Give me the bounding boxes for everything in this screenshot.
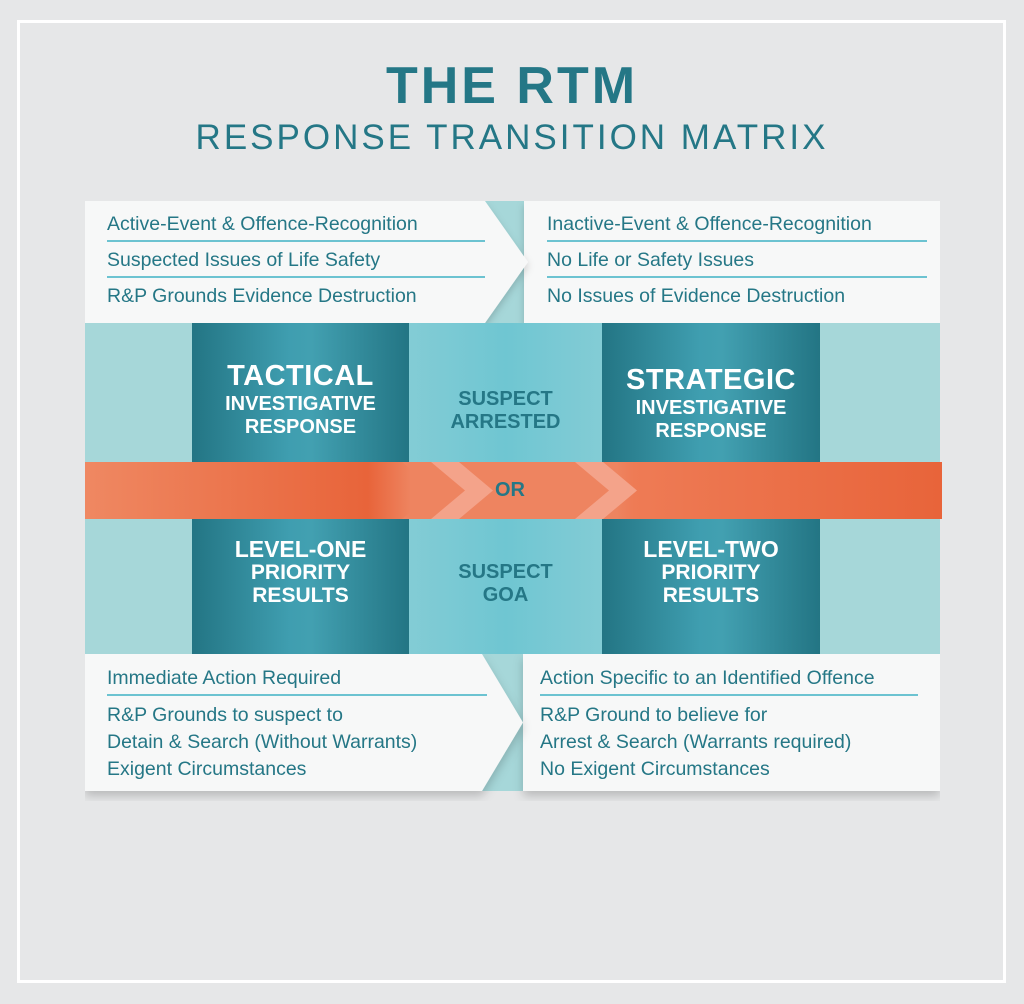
tactical-heading: TACTICAL xyxy=(227,360,374,392)
top-right-item: No Issues of Evidence Destruction xyxy=(547,285,846,307)
chevron-shape xyxy=(431,462,493,519)
top-card-shapes xyxy=(85,201,940,323)
tactical-line2: RESPONSE xyxy=(244,416,357,438)
bottom-right-header: Action Specific to an Identified Offence xyxy=(540,667,875,689)
level-two-line2: RESULTS xyxy=(662,584,760,607)
strategic-response-label: STRATEGIC INVESTIGATIVE RESPONSE xyxy=(602,364,820,442)
suspect-arrested-line1: SUSPECT xyxy=(458,388,553,410)
double-chevron-arrow-icon xyxy=(402,462,637,519)
bottom-left-item: Exigent Circumstances xyxy=(107,758,307,780)
level-one-line2: RESULTS xyxy=(252,584,349,607)
top-left-item: Active-Event & Offence-Recognition xyxy=(107,213,418,235)
top-right-card xyxy=(524,201,940,323)
bottom-right-item: No Exigent Circumstances xyxy=(540,758,770,780)
chevron-shape xyxy=(546,462,609,519)
bottom-right-card xyxy=(523,654,940,791)
page-frame xyxy=(17,20,1006,983)
level-two-heading: LEVEL-TWO xyxy=(643,536,779,562)
level-one-line1: PRIORITY xyxy=(250,561,351,584)
bottom-right-card-list: Action Specific to an Identified Offence… xyxy=(540,666,925,783)
top-right-card-list: Inactive-Event & Offence-Recognition No … xyxy=(547,212,927,308)
strategic-heading: STRATEGIC xyxy=(626,364,796,396)
bottom-card-shapes xyxy=(85,654,940,791)
top-right-item: Inactive-Event & Offence-Recognition xyxy=(547,213,872,235)
suspect-goa-line1: SUSPECT xyxy=(458,561,553,583)
top-left-item: Suspected Issues of Life Safety xyxy=(107,249,381,271)
bottom-left-item: Detain & Search (Without Warrants) xyxy=(107,731,418,753)
strategic-line1: INVESTIGATIVE xyxy=(635,397,787,419)
level-two-label: LEVEL-TWO PRIORITY RESULTS xyxy=(602,536,820,608)
bottom-left-arrow-card xyxy=(85,654,523,791)
level-one-label: LEVEL-ONE PRIORITY RESULTS xyxy=(192,536,409,608)
or-transition-band xyxy=(85,462,942,519)
divider xyxy=(540,694,918,696)
suspect-arrested-line2: ARRESTED xyxy=(450,411,561,433)
bottom-right-item: R&P Ground to believe for xyxy=(540,704,768,726)
level-one-heading: LEVEL-ONE xyxy=(234,536,367,562)
suspect-goa-label: SUSPECT GOA xyxy=(409,561,602,607)
bottom-left-header: Immediate Action Required xyxy=(107,667,342,689)
top-right-item: No Life or Safety Issues xyxy=(547,249,755,271)
bottom-cards: Immediate Action Required R&P Grounds to… xyxy=(85,654,940,791)
suspect-goa-line2: GOA xyxy=(482,584,529,606)
or-label: OR xyxy=(495,479,525,501)
top-left-arrow-card xyxy=(85,201,528,323)
top-cards: Active-Event & Offence-Recognition Suspe… xyxy=(85,201,940,323)
suspect-arrested-label: SUSPECT ARRESTED xyxy=(409,388,602,434)
chevron-shape xyxy=(575,462,637,519)
bottom-left-item: R&P Grounds to suspect to xyxy=(107,704,343,726)
top-left-item: R&P Grounds Evidence Destruction xyxy=(107,285,417,307)
divider xyxy=(107,240,485,242)
tactical-response-label: TACTICAL INVESTIGATIVE RESPONSE xyxy=(192,360,409,438)
tactical-line1: INVESTIGATIVE xyxy=(225,393,376,415)
bottom-left-card-list: Immediate Action Required R&P Grounds to… xyxy=(107,666,487,783)
page-title: THE RTM xyxy=(385,57,639,115)
chevron-shape xyxy=(402,462,465,519)
bottom-right-item: Arrest & Search (Warrants required) xyxy=(540,731,852,753)
divider xyxy=(107,276,485,278)
strategic-line2: RESPONSE xyxy=(655,420,767,442)
divider xyxy=(107,694,487,696)
level-two-line1: PRIORITY xyxy=(661,561,761,584)
page-subtitle: RESPONSE TRANSITION MATRIX xyxy=(195,118,829,157)
divider xyxy=(547,276,927,278)
divider xyxy=(547,240,927,242)
top-left-card-list: Active-Event & Offence-Recognition Suspe… xyxy=(107,212,485,308)
